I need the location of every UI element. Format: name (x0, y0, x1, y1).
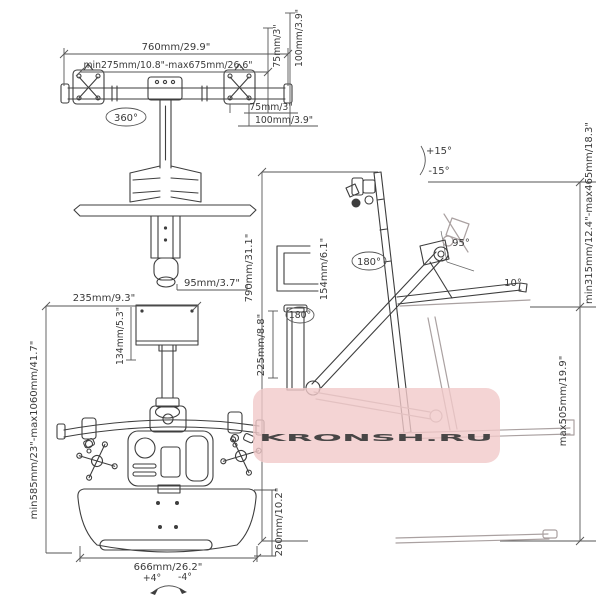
side-swivel-lower-ellipse (285, 306, 315, 324)
watermark: KRONSH.RU (253, 388, 500, 463)
side-swivel-lower-label: 180° (289, 310, 311, 321)
bottom-dimension-lines (41, 301, 276, 595)
side-tilt-head (345, 177, 376, 208)
side-view: 180° 180° +15° -15° 95° 10° 790mm/31.1" … (244, 122, 596, 546)
front-desk-clamp (150, 215, 181, 288)
dim-clamp-height-label: 154mm/6.1" (319, 238, 330, 300)
dim-plate-depth-label: 134mm/5.3" (115, 307, 126, 365)
bottom-work-surface (127, 430, 214, 494)
dim-column-height-label: 790mm/31.1" (244, 234, 255, 303)
tray-tilt-angle-label: 10° (504, 278, 522, 289)
bottom-vesa-right (220, 433, 262, 476)
front-pole (159, 99, 172, 169)
dim-lower-range-label: max505mm/19.9" (558, 356, 569, 447)
front-vesa-plate-right (223, 63, 256, 105)
dim-span-range-label: min585mm/23"-max1060mm/41.7" (29, 341, 40, 520)
dim-vesa-v100-label: 100mm/3.9" (294, 9, 305, 67)
bottom-center-mount (149, 405, 187, 433)
watermark-background (253, 388, 500, 463)
front-swivel-label: 360° (114, 113, 138, 124)
front-center-mount (147, 76, 183, 101)
dim-tray-width-label: 666mm/26.2" (134, 562, 203, 573)
side-dimension-lines (257, 145, 596, 546)
front-bracket-wings (129, 165, 202, 203)
monitor-tray-angle-label: 95° (452, 238, 470, 249)
bottom-view: 235mm/9.3" 134mm/5.3" min585mm/23"-max10… (29, 293, 285, 595)
tilt-down-label: -15° (428, 166, 449, 177)
dim-height-range-label: min315mm/12.4"-max465mm/18.3" (584, 122, 595, 304)
front-dimension-lines (59, 12, 318, 291)
side-desk-clamp-profile (276, 245, 319, 292)
bottom-mount-plate (135, 304, 199, 346)
bottom-column (154, 344, 181, 419)
side-swivel-upper-label: 180° (357, 257, 381, 268)
dim-tray-depth-label: 260mm/10.2" (274, 488, 285, 557)
dim-riser-height-label: 225mm/8.8" (256, 314, 267, 376)
front-view: 360° 760mm/29.9" min275mm/10.8"-max675mm… (59, 9, 318, 291)
bottom-keyboard-tray (77, 488, 257, 553)
dim-vesa-h75-label: 75mm/3" (249, 102, 292, 113)
side-swivel-upper-ellipse (351, 251, 387, 271)
dim-vesa-h100-label: 100mm/3.9" (255, 115, 313, 126)
tray-tilt-minus-label: -4° (178, 572, 192, 583)
dim-overall-width-label: 760mm/29.9" (142, 42, 211, 53)
dim-clamp-depth-label: 95mm/3.7" (184, 278, 240, 289)
watermark-text: KRONSH.RU (259, 433, 493, 444)
front-vesa-plate-left (72, 63, 105, 105)
bottom-vesa-left (76, 438, 118, 481)
front-swivel-ellipse (105, 107, 147, 127)
side-keyboard-tray-raised (396, 261, 528, 305)
front-desk-surface (73, 204, 257, 217)
tray-tilt-plus-label: +4° (143, 573, 161, 584)
dim-vesa-v75-label: 75mm/3" (272, 24, 283, 67)
tilt-up-label: +15° (426, 146, 452, 157)
dim-plate-width-label: 235mm/9.3" (73, 293, 135, 304)
dim-width-range-label: min275mm/10.8"-max675mm/26.6" (83, 60, 252, 71)
